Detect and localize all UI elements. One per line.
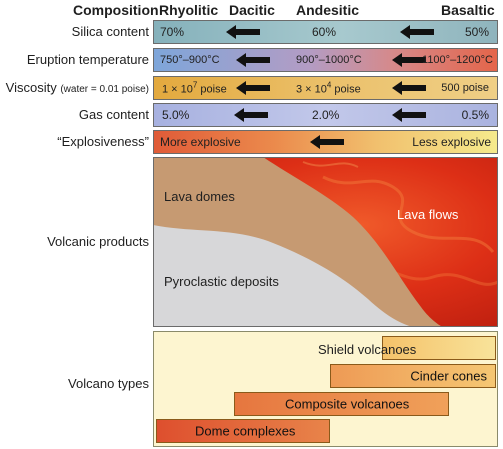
explosive-right-value: Less explosive [412, 135, 491, 149]
left-arrow-icon [310, 135, 344, 149]
label-types: Volcano types [68, 376, 149, 391]
lava-domes-label: Lava domes [164, 189, 235, 204]
header-composition: Composition [73, 2, 159, 18]
left-arrow-icon [236, 53, 270, 67]
viscosity-label-note: (water = 0.01 poise) [60, 84, 149, 95]
products-illustration [153, 157, 498, 327]
eruption-left-value: 750°–900°C [160, 54, 220, 66]
header-dacitic: Dacitic [229, 2, 275, 18]
viscosity-mid-exp: 4 [326, 80, 332, 90]
lava-flows-label: Lava flows [397, 207, 459, 222]
pyroclastic-area [153, 225, 413, 327]
cinder-cones-label: Cinder cones [410, 368, 487, 384]
viscosity-left-value: 1 × 107 poise [162, 81, 227, 96]
viscosity-bar: 1 × 107 poise 3 × 104 poise 500 poise [153, 76, 498, 100]
left-arrow-icon [392, 108, 426, 122]
left-arrow-icon [392, 53, 426, 67]
viscosity-left-exp: 7 [192, 80, 198, 90]
silica-left-value: 70% [160, 25, 185, 39]
dome-complexes-label: Dome complexes [195, 423, 296, 439]
gas-mid-value: 2.0% [312, 108, 340, 122]
gas-left-value: 5.0% [162, 108, 190, 122]
explosive-left-value: More explosive [160, 135, 241, 149]
dome-complexes-bar: Dome complexes [156, 419, 330, 443]
left-arrow-icon [400, 25, 434, 39]
shield-volcanoes-label: Shield volcanoes [318, 342, 417, 357]
shield-volcanoes-bar [382, 336, 496, 360]
viscosity-mid-unit: poise [331, 83, 361, 96]
label-silica: Silica content [71, 24, 149, 39]
gas-right-value: 0.5% [461, 108, 489, 122]
eruption-right-value: 1100°–1200°C [422, 54, 493, 66]
left-arrow-icon [234, 108, 268, 122]
label-explosive: “Explosiveness” [57, 134, 149, 149]
eruption-mid-value: 900°–1000°C [296, 54, 362, 66]
viscosity-right-value: 500 poise [441, 82, 489, 94]
types-panel: Shield volcanoes Cinder cones Composite … [153, 331, 498, 447]
header-basaltic: Basaltic [441, 2, 495, 18]
composite-volcanoes-bar: Composite volcanoes [234, 392, 449, 416]
pyroclastic-label: Pyroclastic deposits [164, 274, 279, 289]
silica-bar: 70% 60% 50% [153, 20, 498, 44]
viscosity-mid-value: 3 × 104 poise [296, 81, 361, 96]
viscosity-label-text: Viscosity [5, 80, 57, 95]
left-arrow-icon [392, 81, 426, 95]
eruption-bar: 750°–900°C 900°–1000°C 1100°–1200°C [153, 48, 498, 72]
viscosity-left-base: 1 × 10 [162, 83, 193, 96]
label-viscosity: Viscosity (water = 0.01 poise) [0, 80, 149, 95]
silica-right-value: 50% [464, 25, 489, 39]
viscosity-left-unit: poise [197, 83, 227, 96]
left-arrow-icon [236, 81, 270, 95]
left-arrow-icon [226, 25, 260, 39]
header-andesitic: Andesitic [296, 2, 360, 18]
products-panel: Lava domes Lava flows Pyroclastic deposi… [153, 157, 498, 327]
cinder-cones-bar: Cinder cones [330, 364, 496, 388]
header-rhyolitic: Rhyolitic [159, 2, 219, 18]
explosive-bar: More explosive Less explosive [153, 130, 498, 154]
silica-mid-value: 60% [312, 25, 337, 39]
label-products: Volcanic products [47, 234, 149, 249]
composite-volcanoes-label: Composite volcanoes [285, 396, 410, 412]
gas-bar: 5.0% 2.0% 0.5% [153, 103, 498, 127]
label-eruption: Eruption temperature [26, 52, 149, 67]
viscosity-mid-base: 3 × 10 [296, 83, 327, 96]
label-gas: Gas content [78, 107, 149, 122]
